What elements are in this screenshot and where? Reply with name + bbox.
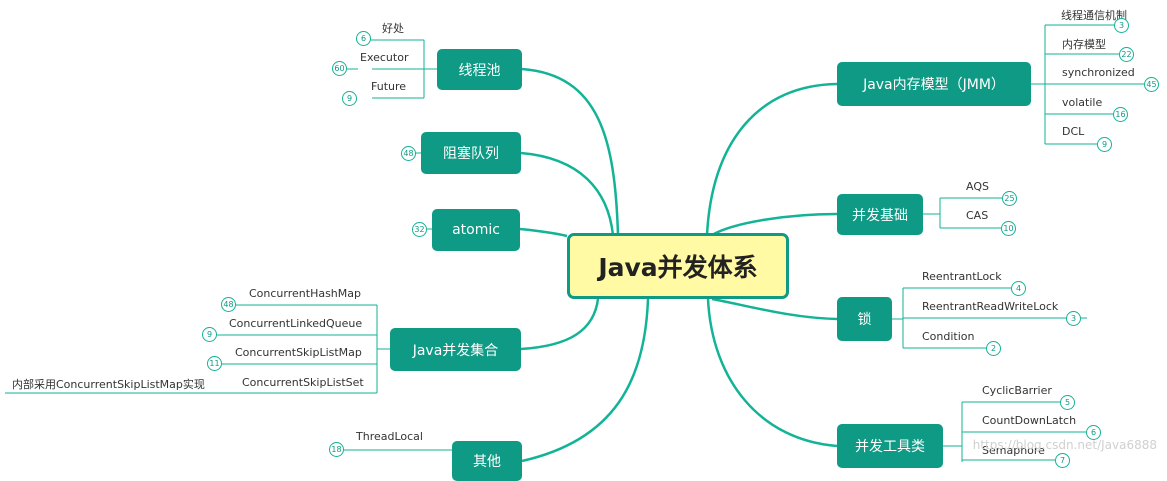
count-badge: 3 [1066,311,1081,326]
count-badge: 60 [332,61,347,76]
count-badge: 9 [202,327,217,342]
count-badge: 2 [986,341,1001,356]
leaf-condition[interactable]: Condition [922,330,975,343]
leaf-reentrant-read-write-lock[interactable]: ReentrantReadWriteLock [922,300,1059,313]
count-badge: 48 [401,146,416,161]
branch-concurrency-tools[interactable]: 并发工具类 [837,424,943,468]
count-badge: 9 [1097,137,1112,152]
branch-lock[interactable]: 锁 [837,297,892,341]
connector-line [923,197,1002,229]
count-badge: 48 [221,297,236,312]
leaf-cyclic-barrier[interactable]: CyclicBarrier [982,384,1052,397]
count-badge: 16 [1113,107,1128,122]
branch-concurrency-basics[interactable]: 并发基础 [837,194,923,235]
count-badge: 11 [207,356,222,371]
count-badge: 18 [329,442,344,457]
leaf-semaphore[interactable]: Semaphore [982,444,1045,457]
leaf-dcl[interactable]: DCL [1062,125,1085,138]
watermark: https://blog.csdn.net/Java6888 [972,438,1157,452]
count-badge: 10 [1001,221,1016,236]
count-badge: 45 [1144,77,1159,92]
connector-line [520,151,615,236]
count-badge: 22 [1119,47,1134,62]
connector-line [520,298,600,351]
count-badge: 9 [342,91,357,106]
count-badge: 32 [412,222,427,237]
count-badge: 6 [356,31,371,46]
connector-line [521,67,620,236]
leaf-benefits[interactable]: 好处 [382,22,404,35]
leaf-future[interactable]: Future [371,80,407,93]
leaf-aqs[interactable]: AQS [966,180,989,193]
leaf-concurrent-skiplist-map[interactable]: ConcurrentSkipListMap [235,346,362,359]
connector-line [372,39,437,99]
leaf-count-down-latch[interactable]: CountDownLatch [982,414,1077,427]
branch-jmm[interactable]: Java内存模型（JMM） [837,62,1031,106]
leaf-thread-communication[interactable]: 线程通信机制 [1061,9,1127,22]
count-badge: 6 [1086,425,1101,440]
branch-java-collections[interactable]: Java并发集合 [390,328,521,371]
connector-line [943,401,1086,462]
leaf-concurrent-hash-map[interactable]: ConcurrentHashMap [249,287,361,300]
leaf-cas[interactable]: CAS [966,209,989,222]
connector-line [5,304,390,394]
count-badge: 3 [1114,18,1129,33]
leaf-concurrent-skiplist-set[interactable]: ConcurrentSkipListSet [242,376,364,389]
count-badge: 7 [1055,453,1070,468]
leaf-volatile[interactable]: volatile [1062,96,1103,109]
connector-line [711,212,838,237]
leaf-thread-local[interactable]: ThreadLocal [356,430,423,443]
connector-line [706,298,838,448]
leaf-concurrent-linked-queue[interactable]: ConcurrentLinkedQueue [229,317,363,330]
leaf-executor[interactable]: Executor [360,51,409,64]
branch-thread-pool[interactable]: 线程池 [437,49,522,90]
connector-line [521,298,650,462]
branch-atomic[interactable]: atomic [432,209,520,251]
connector-line [519,227,568,238]
connector-line [705,82,838,236]
count-badge: 25 [1002,191,1017,206]
count-badge: 4 [1011,281,1026,296]
central-topic[interactable]: Java并发体系 [567,233,789,299]
leaf-reentrant-lock[interactable]: ReentrantLock [922,270,1002,283]
branch-blocking-queue[interactable]: 阻塞队列 [421,132,521,174]
leaf-memory-model[interactable]: 内存模型 [1062,38,1106,51]
connector-line [711,297,838,321]
connector-line [1031,24,1144,145]
note-skiplist-set: 内部采用ConcurrentSkipListMap实现 [12,378,205,391]
leaf-synchronized[interactable]: synchronized [1062,66,1135,79]
branch-other[interactable]: 其他 [452,441,522,481]
count-badge: 5 [1060,395,1075,410]
connector-line [892,287,1087,349]
